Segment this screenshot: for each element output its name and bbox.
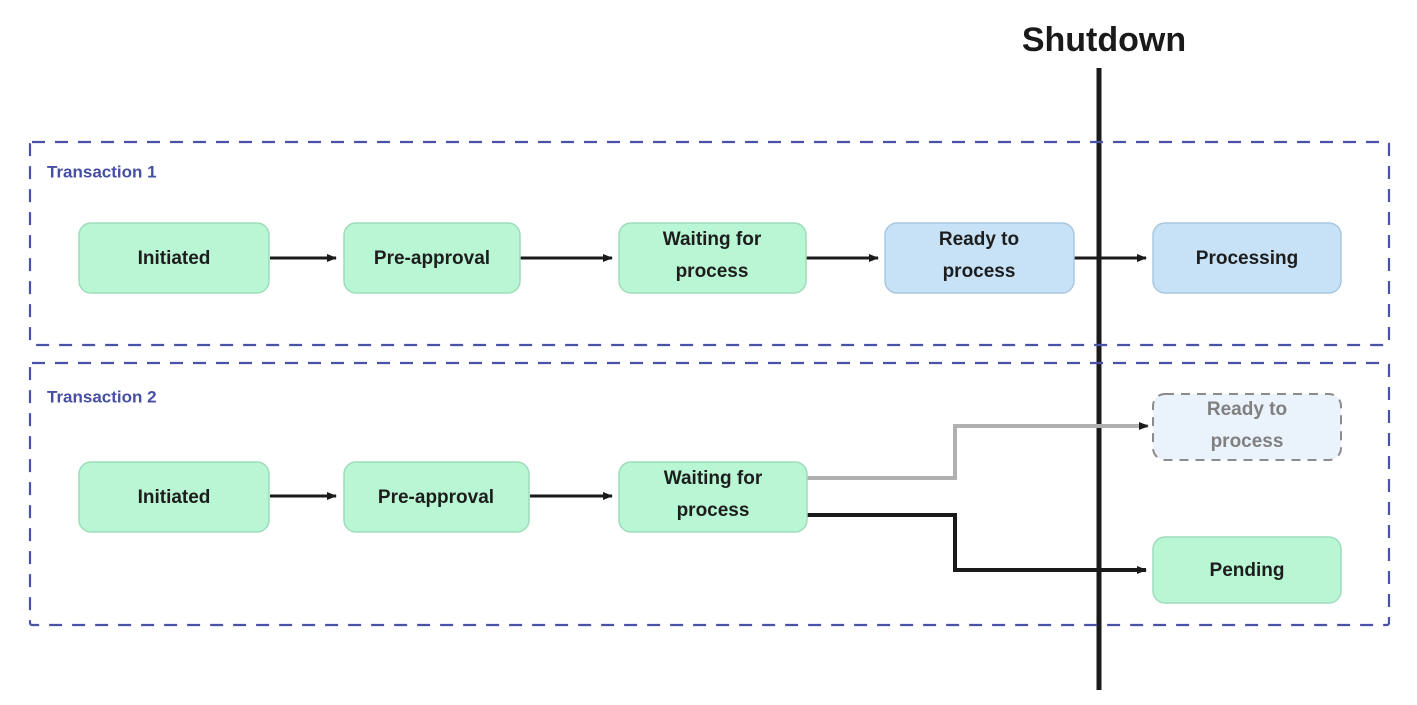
node-t2-ready-to-process-label-line1: Ready to bbox=[1207, 399, 1287, 420]
node-t1-processing-box[interactable] bbox=[1152, 222, 1342, 294]
node-t2-pending-box[interactable] bbox=[1152, 536, 1342, 604]
shutdown-marker: Shutdown bbox=[1022, 21, 1186, 690]
transaction-1-label: Transaction 1 bbox=[47, 162, 157, 181]
shutdown-title: Shutdown bbox=[1022, 21, 1186, 59]
node-t2-pre-approval-label: Pre-approval bbox=[378, 487, 494, 508]
node-t2-waiting-for-process-box[interactable] bbox=[618, 461, 808, 533]
node-t2-pre-approval[interactable]: Pre-approval bbox=[343, 461, 530, 533]
node-t2-pending[interactable]: Pending bbox=[1152, 536, 1342, 604]
node-t2-ready-to-process-label-line2: process bbox=[1211, 431, 1284, 452]
node-t2-pending-label: Pending bbox=[1210, 560, 1285, 581]
node-t2-waiting-for-process[interactable]: Waiting for process bbox=[618, 461, 808, 533]
node-t2-waiting-for-process-label-line1: Waiting for bbox=[664, 468, 763, 489]
node-t1-pre-approval[interactable]: Pre-approval bbox=[343, 222, 521, 294]
node-t1-ready-to-process-label-line1: Ready to bbox=[939, 229, 1019, 250]
node-t1-waiting-for-process-label-line2: process bbox=[676, 261, 749, 282]
edge-t2-waiting-to-ready-ghost bbox=[807, 424, 1146, 480]
node-t1-ready-to-process-label-line2: process bbox=[943, 261, 1016, 282]
node-t2-pre-approval-box[interactable] bbox=[343, 461, 530, 533]
node-t1-processing[interactable]: Processing bbox=[1152, 222, 1342, 294]
node-t1-waiting-for-process-label-line1: Waiting for bbox=[663, 229, 762, 250]
node-t2-waiting-for-process-label-line2: process bbox=[677, 500, 750, 521]
node-t2-ready-to-process-box[interactable] bbox=[1152, 393, 1342, 461]
node-t1-initiated-label: Initiated bbox=[138, 248, 211, 269]
transaction-2-border bbox=[28, 361, 1391, 627]
transaction-2-label: Transaction 2 bbox=[47, 387, 157, 406]
edge-t2-waiting-to-pending bbox=[807, 513, 1147, 574]
node-t1-waiting-for-process-box[interactable] bbox=[618, 222, 807, 294]
node-t1-pre-approval-label: Pre-approval bbox=[374, 248, 490, 269]
node-t1-initiated-box[interactable] bbox=[78, 222, 270, 294]
node-t1-processing-label: Processing bbox=[1196, 248, 1298, 269]
node-t2-initiated-label: Initiated bbox=[138, 487, 211, 508]
group-transaction-2: Transaction 2 Initiated Pre-approval bbox=[28, 361, 1391, 627]
group-transaction-1: Transaction 1 Initiated Pre-approval Wai… bbox=[28, 140, 1391, 347]
node-t2-initiated-box[interactable] bbox=[78, 461, 270, 533]
transaction-1-border bbox=[28, 140, 1391, 347]
node-t2-initiated[interactable]: Initiated bbox=[78, 461, 270, 533]
node-t1-ready-to-process[interactable]: Ready to process bbox=[884, 222, 1075, 294]
node-t1-waiting-for-process[interactable]: Waiting for process bbox=[618, 222, 807, 294]
node-t1-ready-to-process-box[interactable] bbox=[884, 222, 1075, 294]
node-t2-ready-to-process[interactable]: Ready to process bbox=[1152, 393, 1342, 461]
node-t1-pre-approval-box[interactable] bbox=[343, 222, 521, 294]
node-t1-initiated[interactable]: Initiated bbox=[78, 222, 270, 294]
